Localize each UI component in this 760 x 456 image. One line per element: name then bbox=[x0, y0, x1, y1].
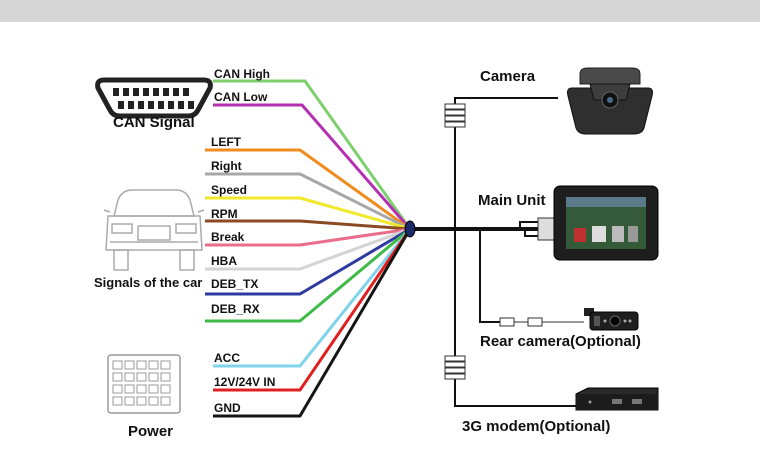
wire-label-break: Break bbox=[211, 230, 244, 244]
camera-device-icon bbox=[568, 68, 653, 134]
wire-label-power-in: 12V/24V IN bbox=[214, 375, 275, 389]
camera-label: Camera bbox=[480, 68, 535, 85]
wire-label-deb-rx: DEB_RX bbox=[211, 302, 260, 316]
rear-camera-label: Rear camera(Optional) bbox=[480, 333, 641, 350]
power-connector-icon bbox=[108, 355, 180, 413]
power-label: Power bbox=[128, 423, 173, 440]
wire-acc bbox=[213, 229, 410, 366]
wire-bundle bbox=[205, 81, 410, 416]
rear-camera-cable-connector bbox=[500, 318, 584, 326]
modem-device-icon bbox=[576, 388, 658, 410]
wire-label-speed: Speed bbox=[211, 183, 247, 197]
car-front-icon bbox=[104, 190, 204, 270]
main-unit-device-icon bbox=[554, 186, 658, 260]
wire-label-right: Right bbox=[211, 159, 242, 173]
wire-label-rpm: RPM bbox=[211, 207, 238, 221]
car-signals-label: Signals of the car bbox=[94, 275, 202, 290]
wire-label-can-high: CAN High bbox=[214, 67, 270, 81]
wire-hub bbox=[405, 221, 415, 237]
can-signal-label: CAN Signal bbox=[113, 114, 195, 131]
wire-label-gnd: GND bbox=[214, 401, 241, 415]
modem-label: 3G modem(Optional) bbox=[462, 418, 610, 435]
wire-label-deb-tx: DEB_TX bbox=[211, 277, 258, 291]
wire-label-hba: HBA bbox=[211, 254, 237, 268]
main-unit-plug bbox=[538, 218, 554, 240]
wire-label-left: LEFT bbox=[211, 135, 241, 149]
camera-cable-connector bbox=[445, 104, 465, 127]
wire-label-can-low: CAN Low bbox=[214, 90, 267, 104]
wire-rpm bbox=[205, 221, 410, 229]
main-unit-label: Main Unit bbox=[478, 192, 546, 209]
obd-connector-icon bbox=[98, 80, 211, 116]
rear-camera-device-icon bbox=[584, 308, 638, 330]
modem-cable-connector bbox=[445, 356, 465, 379]
wire-can-low bbox=[213, 105, 410, 229]
wire-label-acc: ACC bbox=[214, 351, 240, 365]
